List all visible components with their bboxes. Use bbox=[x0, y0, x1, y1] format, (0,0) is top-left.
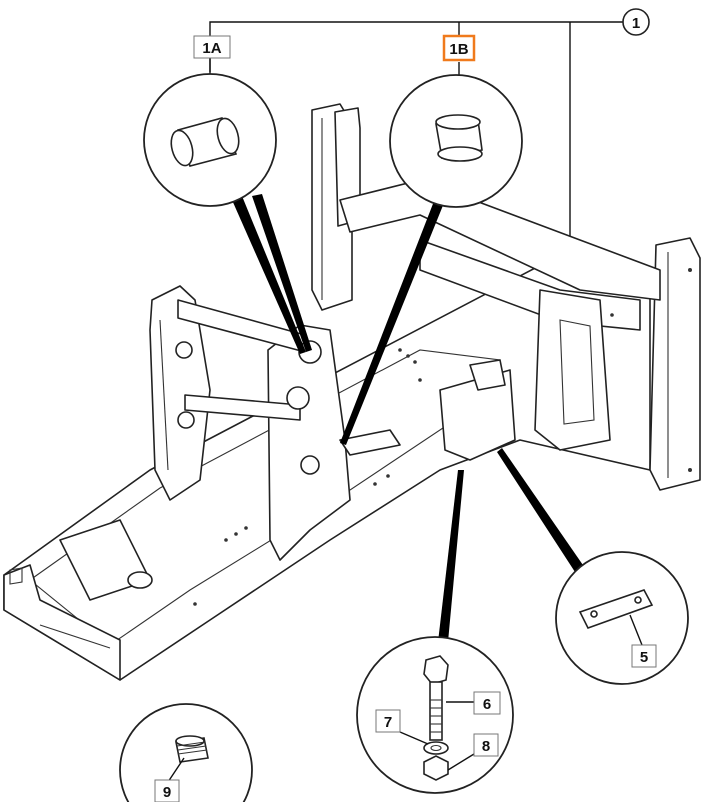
callout-1-label: 1 bbox=[632, 15, 640, 32]
plug-part bbox=[175, 735, 209, 763]
callout-1a-label: 1A bbox=[202, 40, 221, 57]
bushing-1b-part bbox=[435, 114, 483, 162]
callout-9-label: 9 bbox=[163, 784, 171, 801]
nut-part bbox=[423, 755, 449, 781]
callout-1[interactable]: 1 bbox=[622, 8, 650, 36]
callout-6[interactable]: 6 bbox=[473, 691, 501, 715]
chassis-frame bbox=[3, 103, 701, 681]
washer-part bbox=[423, 741, 449, 755]
callout-1b-label: 1B bbox=[449, 41, 468, 58]
plate-part bbox=[578, 589, 654, 629]
bushing-1a-part bbox=[170, 117, 240, 167]
callout-8[interactable]: 8 bbox=[473, 733, 499, 757]
bolt-part bbox=[423, 655, 449, 741]
detail-leaders bbox=[232, 194, 585, 642]
detail-circle-1a[interactable] bbox=[143, 73, 277, 207]
callout-1b[interactable]: 1B bbox=[442, 34, 476, 62]
callout-5-label: 5 bbox=[640, 649, 648, 666]
callout-8-label: 8 bbox=[482, 738, 490, 755]
callout-5[interactable]: 5 bbox=[631, 644, 657, 668]
detail-circle-9[interactable] bbox=[119, 703, 253, 802]
callout-7[interactable]: 7 bbox=[375, 709, 401, 733]
callout-1a[interactable]: 1A bbox=[193, 35, 231, 59]
callout-6-label: 6 bbox=[483, 696, 491, 713]
detail-circle-1b[interactable] bbox=[389, 74, 523, 208]
callout-9[interactable]: 9 bbox=[154, 779, 180, 802]
callout-7-label: 7 bbox=[384, 714, 392, 731]
detail-circle-5[interactable] bbox=[555, 551, 689, 685]
